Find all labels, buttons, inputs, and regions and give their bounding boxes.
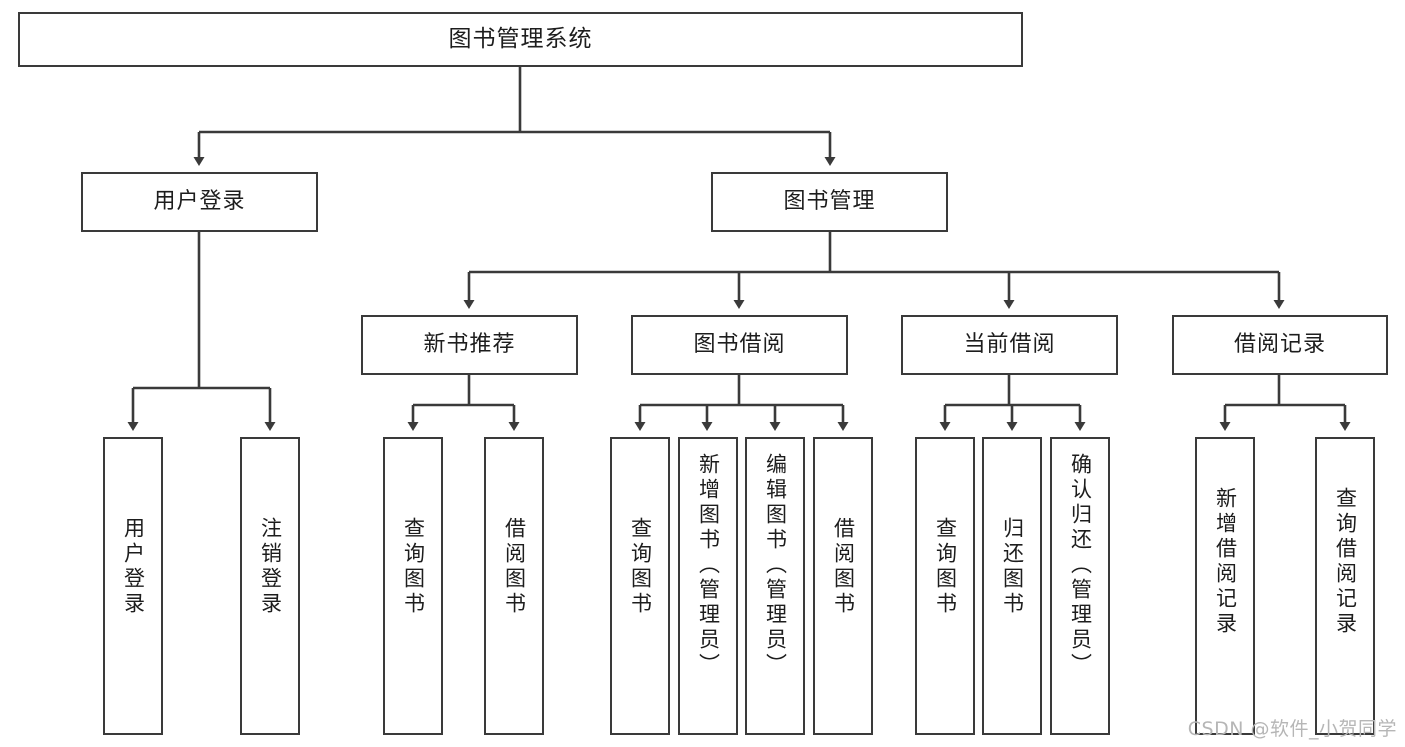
leaf-node-add-book-admin[interactable]: 新增图书（管理员） <box>678 437 738 735</box>
leaf-node-add-borrow-record[interactable]: 新增借阅记录 <box>1195 437 1255 735</box>
leaf-label: 编辑图书（管理员） <box>763 453 788 678</box>
node-current-borrow[interactable]: 当前借阅 <box>901 315 1118 375</box>
leaf-label: 注销登录 <box>258 517 283 617</box>
node-root-book-management-system[interactable]: 图书管理系统 <box>18 12 1023 67</box>
leaf-label: 归还图书 <box>1000 517 1025 617</box>
leaf-node-query-book-borrow[interactable]: 查询图书 <box>610 437 670 735</box>
node-new-book-recommend[interactable]: 新书推荐 <box>361 315 578 375</box>
node-user-login[interactable]: 用户登录 <box>81 172 318 232</box>
leaf-node-edit-book-admin[interactable]: 编辑图书（管理员） <box>745 437 805 735</box>
leaf-label: 确认归还（管理员） <box>1068 453 1093 678</box>
leaf-label: 借阅图书 <box>831 517 856 617</box>
leaf-node-confirm-return-admin[interactable]: 确认归还（管理员） <box>1050 437 1110 735</box>
leaf-node-borrow-book-recommend[interactable]: 借阅图书 <box>484 437 544 735</box>
node-book-management[interactable]: 图书管理 <box>711 172 948 232</box>
leaf-node-logout-login[interactable]: 注销登录 <box>240 437 300 735</box>
leaf-node-query-borrow-record[interactable]: 查询借阅记录 <box>1315 437 1375 735</box>
leaf-node-borrow-book[interactable]: 借阅图书 <box>813 437 873 735</box>
leaf-label: 新增借阅记录 <box>1213 487 1238 637</box>
leaf-node-query-book-recommend[interactable]: 查询图书 <box>383 437 443 735</box>
leaf-label: 查询图书 <box>401 517 426 617</box>
watermark-text: CSDN @软件_小贺同学 <box>1187 718 1397 740</box>
leaf-node-return-book[interactable]: 归还图书 <box>982 437 1042 735</box>
leaf-label: 新增图书（管理员） <box>696 453 721 678</box>
leaf-label: 查询图书 <box>933 517 958 617</box>
node-borrow-record[interactable]: 借阅记录 <box>1172 315 1388 375</box>
leaf-label: 查询图书 <box>628 517 653 617</box>
leaf-node-user-login[interactable]: 用户登录 <box>103 437 163 735</box>
leaf-label: 借阅图书 <box>502 517 527 617</box>
leaf-label: 用户登录 <box>121 517 146 617</box>
leaf-label: 查询借阅记录 <box>1333 487 1358 637</box>
leaf-node-query-book-current[interactable]: 查询图书 <box>915 437 975 735</box>
node-book-borrow[interactable]: 图书借阅 <box>631 315 848 375</box>
